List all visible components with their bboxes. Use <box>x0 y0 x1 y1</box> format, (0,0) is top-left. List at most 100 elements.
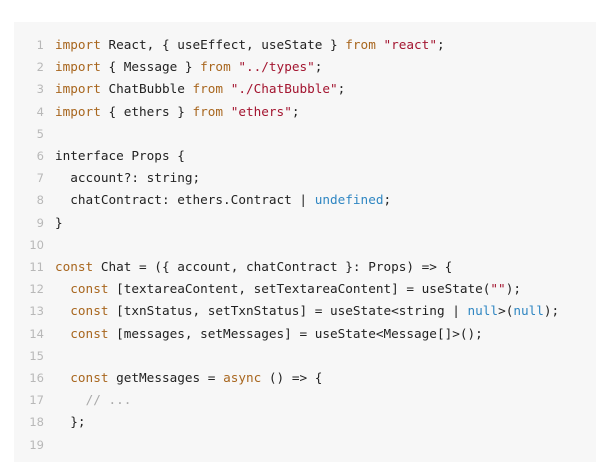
code-token-kw: import <box>55 59 101 75</box>
line-number: 14 <box>29 326 44 341</box>
code-token-kw: const <box>70 281 109 297</box>
code-token-plain: { Message } <box>100 59 201 75</box>
code-token-plain: ); <box>543 303 560 319</box>
code-text: const [textareaContent, setTextareaConte… <box>55 278 521 300</box>
code-line: 14 const [messages, setMessages] = useSt… <box>14 323 482 345</box>
code-token-plain: ; <box>314 59 323 75</box>
code-line: 15 <box>14 345 44 367</box>
code-token-lit: undefined <box>314 192 384 208</box>
code-line: 10 <box>14 234 44 256</box>
code-text: const getMessages = async () => { <box>55 367 322 389</box>
code-token-plain: } <box>55 214 63 230</box>
code-text: account?: string; <box>55 167 200 189</box>
code-line: 16 const getMessages = async () => { <box>14 367 322 389</box>
code-token-plain: [txnStatus, setTxnStatus] = useState<str… <box>108 303 468 319</box>
code-token-plain <box>55 303 70 318</box>
code-token-kw: from <box>192 103 224 119</box>
code-token-plain <box>223 104 231 119</box>
code-token-plain <box>55 392 86 407</box>
code-line: 13 const [txnStatus, setTxnStatus] = use… <box>14 300 559 322</box>
line-number: 9 <box>36 215 44 230</box>
code-token-plain: >( <box>498 303 514 319</box>
code-text: const [messages, setMessages] = useState… <box>55 323 483 345</box>
code-token-lit: null <box>467 303 499 319</box>
code-line: 5 <box>14 123 44 145</box>
line-number: 16 <box>29 371 44 385</box>
code-block: 1 import React, { useEffect, useState } f… <box>14 22 596 462</box>
code-token-kw: async <box>223 370 262 385</box>
code-token-str: "../types" <box>238 59 315 75</box>
line-number: 18 <box>29 415 44 430</box>
code-token-plain: getMessages = <box>108 370 224 385</box>
code-line: 17 // ... <box>14 389 131 411</box>
code-token-plain: [textareaContent, setTextareaContent] = … <box>108 281 491 297</box>
code-token-plain <box>55 281 70 296</box>
code-token-kw: const <box>70 325 109 341</box>
code-token-plain: Chat = ({ account, chatContract }: Props… <box>93 259 453 274</box>
code-token-plain: ; <box>436 37 445 52</box>
code-text: const Chat = ({ account, chatContract }:… <box>55 256 452 278</box>
code-token-lit: null <box>513 303 544 319</box>
line-number: 11 <box>29 260 44 274</box>
line-number: 15 <box>29 348 44 363</box>
code-text: import ChatBubble from "./ChatBubble"; <box>55 78 345 100</box>
code-token-kw: import <box>55 37 101 52</box>
code-line: 12 const [textareaContent, setTextareaCo… <box>14 278 521 300</box>
code-token-str: "react" <box>383 37 437 52</box>
line-number: 8 <box>36 193 44 208</box>
code-token-plain <box>55 326 70 341</box>
code-token-plain: account?: string; <box>55 170 201 186</box>
code-text: chatContract: ethers.Contract | undefine… <box>55 189 391 211</box>
code-token-plain: () => { <box>261 370 323 385</box>
code-text: } <box>55 212 63 234</box>
code-line: 19 <box>14 434 44 456</box>
code-token-kw: const <box>70 303 109 319</box>
code-token-plain <box>55 370 70 385</box>
code-text: import React, { useEffect, useState } fr… <box>55 34 445 56</box>
code-line: 6 interface Props { <box>14 145 185 167</box>
code-text: import { ethers } from "ethers"; <box>55 101 299 123</box>
code-token-plain: chatContract: ethers.Contract | <box>55 192 315 208</box>
code-line: 7 account?: string; <box>14 167 200 189</box>
line-number: 10 <box>29 237 44 252</box>
code-text: // ... <box>55 389 132 411</box>
line-number: 17 <box>29 393 44 408</box>
code-line: 8 chatContract: ethers.Contract | undefi… <box>14 189 391 211</box>
line-number: 5 <box>36 126 44 141</box>
code-token-kw: const <box>70 370 109 385</box>
code-token-kw: const <box>55 259 94 274</box>
code-text: import { Message } from "../types"; <box>55 56 322 78</box>
line-number: 1 <box>36 38 44 52</box>
line-number: 19 <box>29 437 44 452</box>
code-token-plain: React, { useEffect, useState } <box>100 37 346 52</box>
code-line: 9} <box>14 212 63 234</box>
code-line: 4 import { ethers } from "ethers"; <box>14 101 300 123</box>
code-token-str: "" <box>490 281 506 297</box>
code-token-plain: { ethers } <box>100 103 193 119</box>
code-token-plain: interface Props { <box>55 148 185 163</box>
code-line: 11 const Chat = ({ account, chatContract … <box>14 256 452 278</box>
code-token-kw: from <box>345 37 376 52</box>
code-token-plain: ; <box>291 103 300 119</box>
code-text: interface Props { <box>55 145 185 167</box>
code-token-kw: from <box>192 81 224 97</box>
code-token-plain: ); <box>505 281 521 297</box>
line-number: 6 <box>36 149 44 163</box>
line-number: 12 <box>29 282 44 297</box>
code-text: const [txnStatus, setTxnStatus] = useSta… <box>55 300 559 322</box>
code-token-str: "./ChatBubble" <box>230 81 338 97</box>
line-number: 4 <box>36 104 44 119</box>
code-line: 1 import React, { useEffect, useState } f… <box>14 34 445 56</box>
code-token-plain: ; <box>383 192 392 208</box>
line-number: 13 <box>29 304 44 319</box>
code-text: }; <box>55 411 85 433</box>
code-token-kw: from <box>200 59 231 75</box>
line-number: 3 <box>36 82 44 97</box>
code-token-plain: ChatBubble <box>100 81 193 97</box>
code-token-str: "ethers" <box>230 103 292 119</box>
code-token-cm: // ... <box>85 392 132 408</box>
line-number: 2 <box>36 60 44 75</box>
code-token-plain <box>223 81 231 96</box>
code-line: 2 import { Message } from "../types"; <box>14 56 323 78</box>
code-line: 3 import ChatBubble from "./ChatBubble"; <box>14 78 346 100</box>
